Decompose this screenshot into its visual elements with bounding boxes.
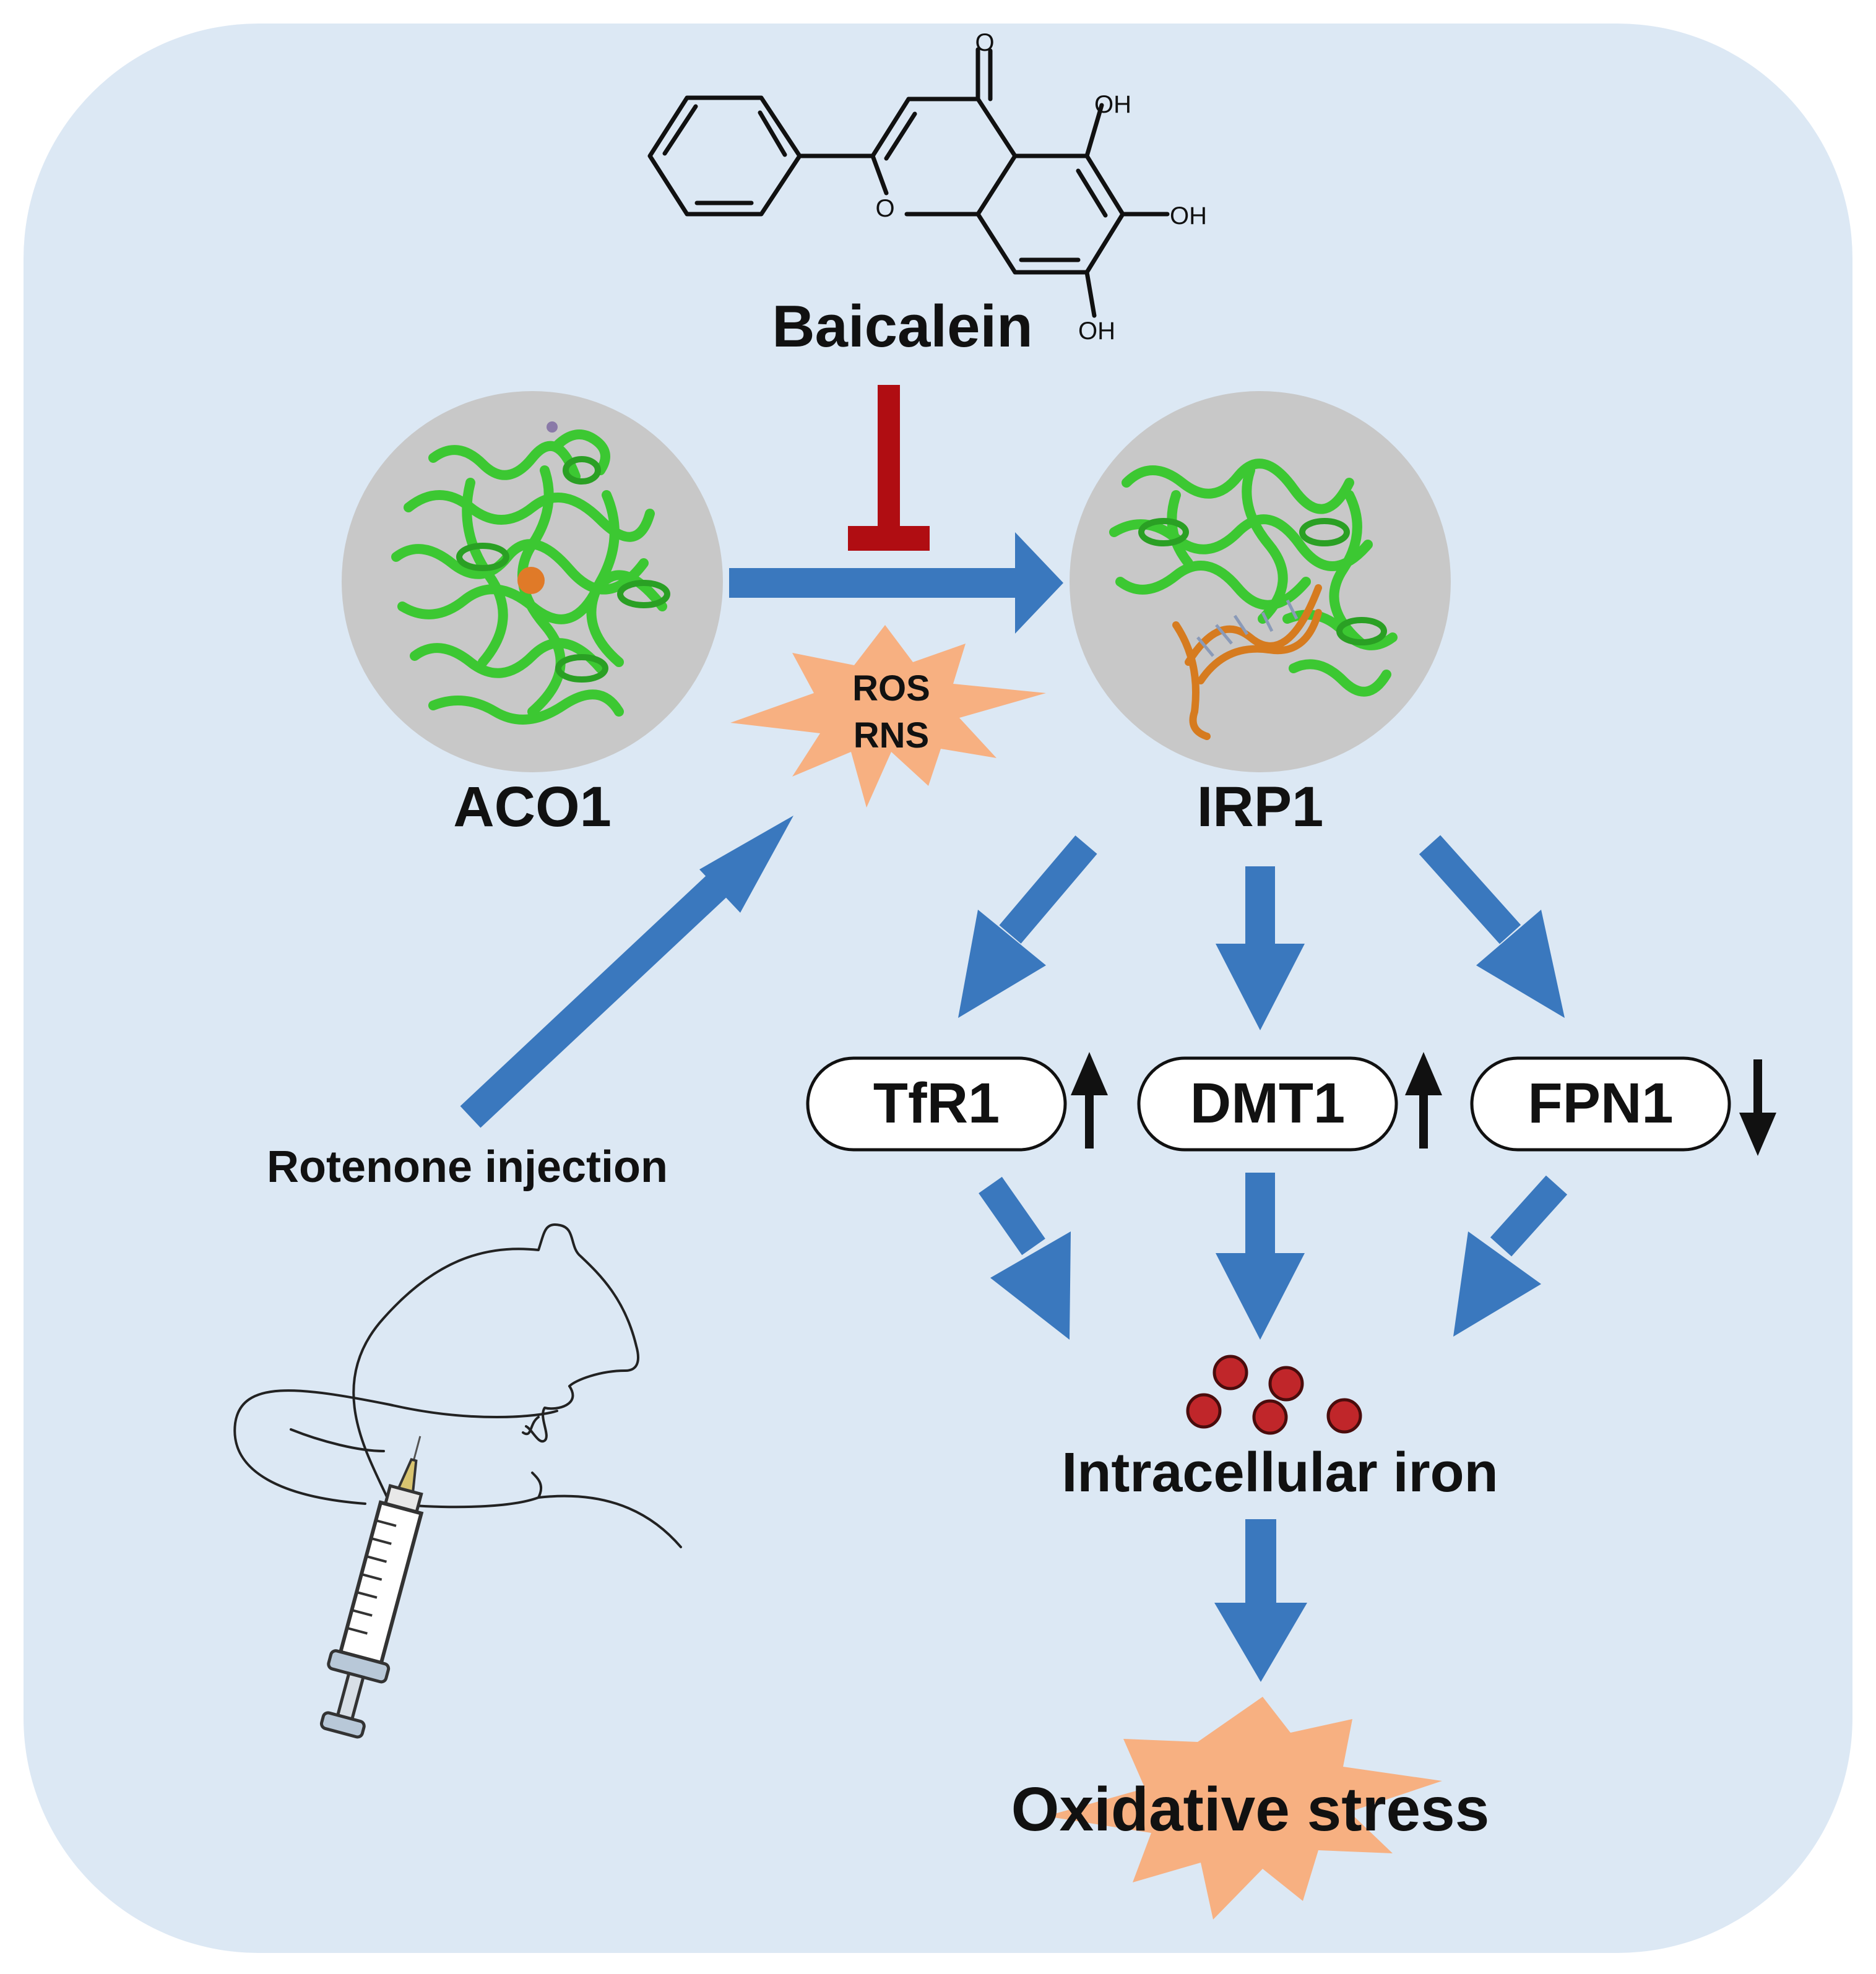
oxidative-stress-label: Oxidative stress <box>1011 1775 1490 1844</box>
fpn1-down-arrow <box>1739 1059 1776 1156</box>
irp1-label: IRP1 <box>1197 775 1324 838</box>
ros-label: ROS <box>852 668 930 709</box>
rns-label: RNS <box>854 715 929 756</box>
irp1-to-dmt1-arrow <box>1216 866 1305 1030</box>
dmt1-to-iron-arrow <box>1216 1173 1305 1340</box>
iron-to-stress-arrow <box>1214 1519 1307 1682</box>
aco1-label: ACO1 <box>453 775 612 838</box>
fpn1-label: FPN1 <box>1528 1072 1673 1135</box>
hydroxyl-label-3: OH <box>1078 317 1115 345</box>
rotenone-label: Rotenone injection <box>267 1142 668 1192</box>
syringe-icon <box>319 1436 424 1739</box>
tfr1-to-iron-arrow <box>979 1176 1071 1340</box>
irp1-protein <box>1070 391 1451 772</box>
compound-name: Baicalein <box>772 293 1033 360</box>
mouse-icon <box>233 1223 682 1548</box>
ros-rns-burst <box>730 625 1046 808</box>
carbonyl-oxygen-label: O <box>975 29 994 56</box>
iron-particles <box>1186 1355 1362 1435</box>
aco1-to-irp1-arrow <box>729 532 1063 634</box>
fpn1-to-iron-arrow <box>1453 1175 1568 1337</box>
inhibition-bar <box>848 385 930 551</box>
baicalein-structure <box>647 47 1170 318</box>
dmt1-label: DMT1 <box>1190 1072 1345 1135</box>
irp1-to-fpn1-arrow <box>1419 835 1565 1018</box>
irp1-to-tfr1-arrow <box>958 835 1097 1018</box>
tfr1-pill <box>806 1056 1067 1152</box>
dmt1-up-arrow <box>1405 1052 1442 1149</box>
hydroxyl-label-2: OH <box>1170 202 1207 230</box>
oxidative-stress-burst <box>1046 1697 1442 1920</box>
dmt1-pill <box>1137 1056 1398 1152</box>
ring-oxygen-label: O <box>875 195 894 222</box>
tfr1-up-arrow <box>1071 1052 1108 1149</box>
tfr1-label: TfR1 <box>873 1072 1000 1135</box>
hydroxyl-label-1: OH <box>1094 91 1131 118</box>
intracellular-iron-label: Intracellular iron <box>1061 1442 1498 1504</box>
aco1-protein <box>342 391 723 772</box>
fpn1-pill <box>1470 1056 1731 1152</box>
rotenone-to-ros-arrow <box>460 816 793 1128</box>
